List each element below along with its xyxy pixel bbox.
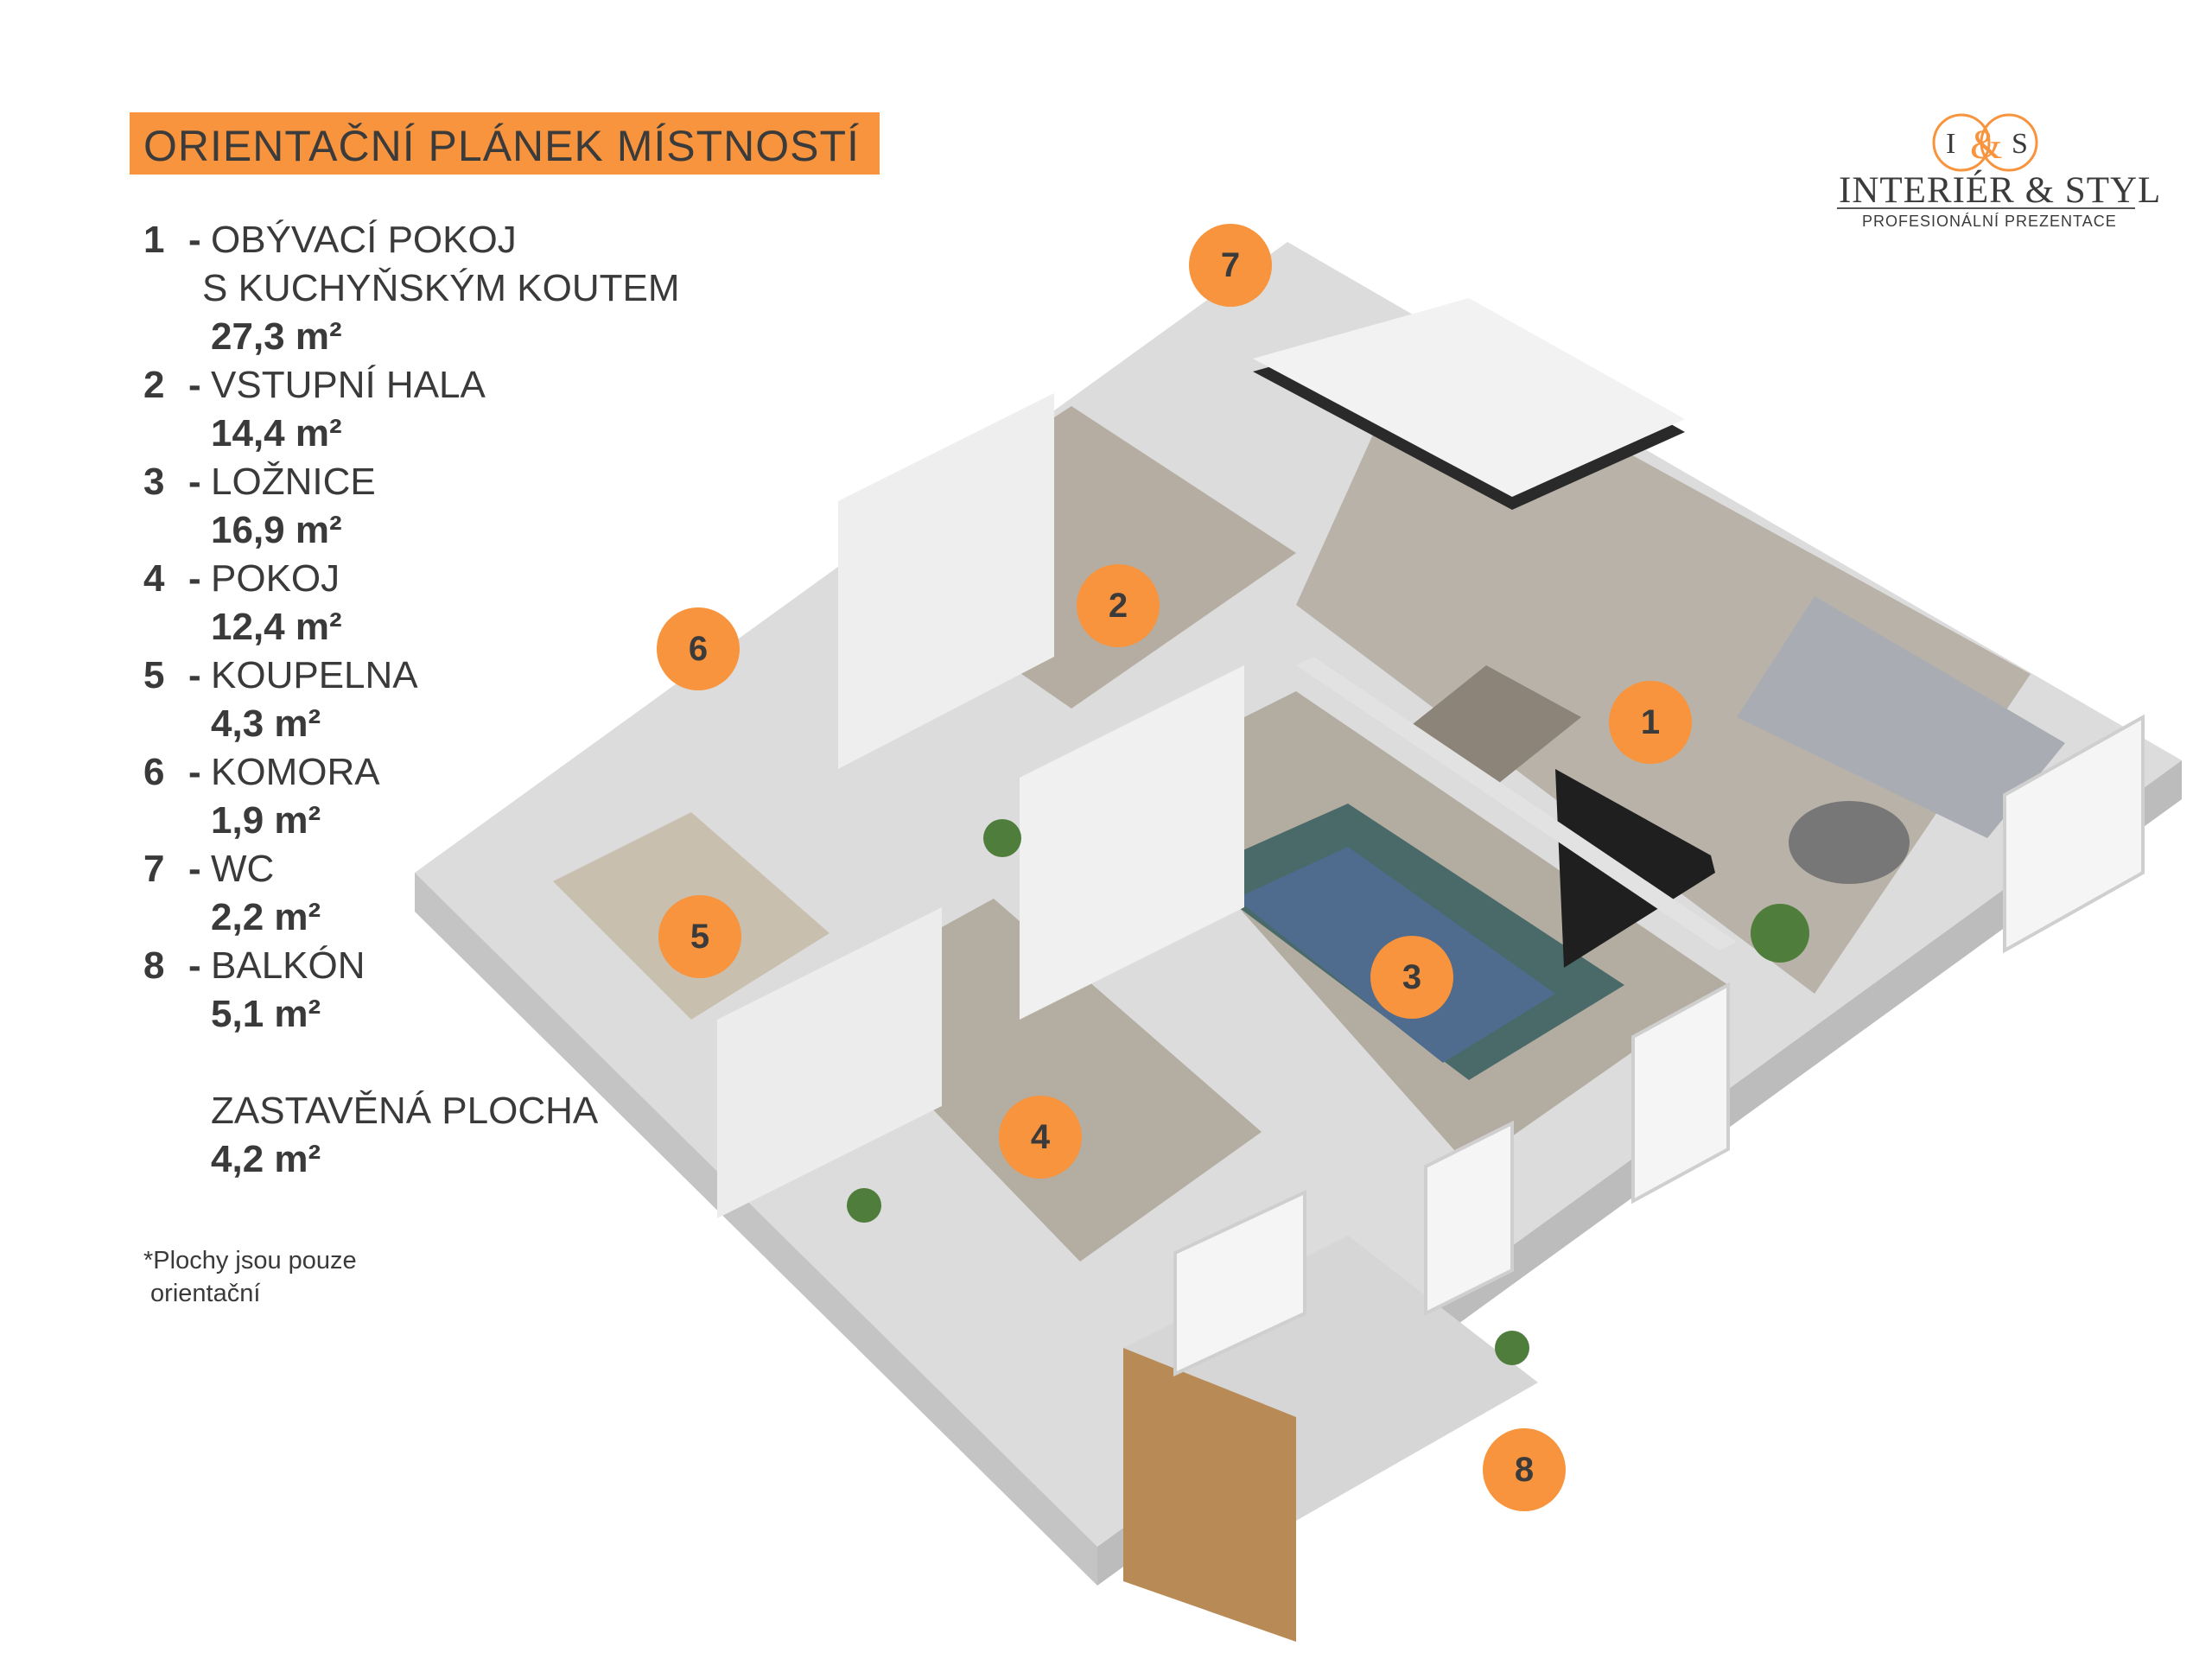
sofa xyxy=(1737,596,2065,838)
window-room4 xyxy=(1173,1189,1306,1377)
title-banner: ORIENTAČNÍ PLÁNEK MÍSTNOSTÍ xyxy=(130,112,880,175)
window-bedroom xyxy=(1424,1120,1514,1317)
area-disclaimer: *Plochy jsou pouze orientační xyxy=(143,1244,357,1310)
svg-text:I: I xyxy=(1946,128,1955,160)
room-marker-7: 7 xyxy=(1189,224,1272,307)
brand-divider xyxy=(1837,207,2135,209)
note-line-1: *Plochy jsou pouze xyxy=(143,1247,357,1274)
plant-balcony xyxy=(1495,1331,1529,1365)
coffee-table xyxy=(1789,801,1910,884)
tv xyxy=(1555,769,1715,968)
brand-logo: I & S xyxy=(1932,113,2038,172)
room-marker-8: 8 xyxy=(1483,1428,1566,1511)
page-title: ORIENTAČNÍ PLÁNEK MÍSTNOSTÍ xyxy=(143,122,860,170)
room-marker-3: 3 xyxy=(1370,936,1453,1019)
room-marker-1: 1 xyxy=(1609,681,1692,764)
wall-room4-wardrobe xyxy=(717,907,942,1218)
kitchen-worktop xyxy=(1253,298,1685,497)
plant-hall xyxy=(983,819,1021,857)
balcony-wood-panel xyxy=(1123,1348,1296,1642)
brand-name: INTERIÉR & STYL xyxy=(1839,170,2162,211)
brand-tagline: PROFESIONÁLNÍ PREZENTACE xyxy=(1862,213,2117,230)
wall-bedroom-wardrobe xyxy=(1020,665,1244,1020)
svg-text:S: S xyxy=(2012,128,2028,160)
window-living-1 xyxy=(2003,714,2145,954)
window-living-2 xyxy=(1631,982,1730,1205)
plant-room4 xyxy=(847,1188,881,1223)
room-marker-6: 6 xyxy=(657,607,740,690)
room-marker-4: 4 xyxy=(999,1096,1082,1179)
room-marker-5: 5 xyxy=(658,895,741,978)
svg-text:&: & xyxy=(1970,122,2002,168)
room-marker-2: 2 xyxy=(1077,564,1160,647)
note-line-2: orientační xyxy=(143,1280,261,1307)
slab-edge-left xyxy=(415,873,1097,1586)
wall-divider xyxy=(1296,657,1737,950)
plant-living xyxy=(1751,904,1809,963)
wall-hall-wardrobe xyxy=(838,393,1054,769)
